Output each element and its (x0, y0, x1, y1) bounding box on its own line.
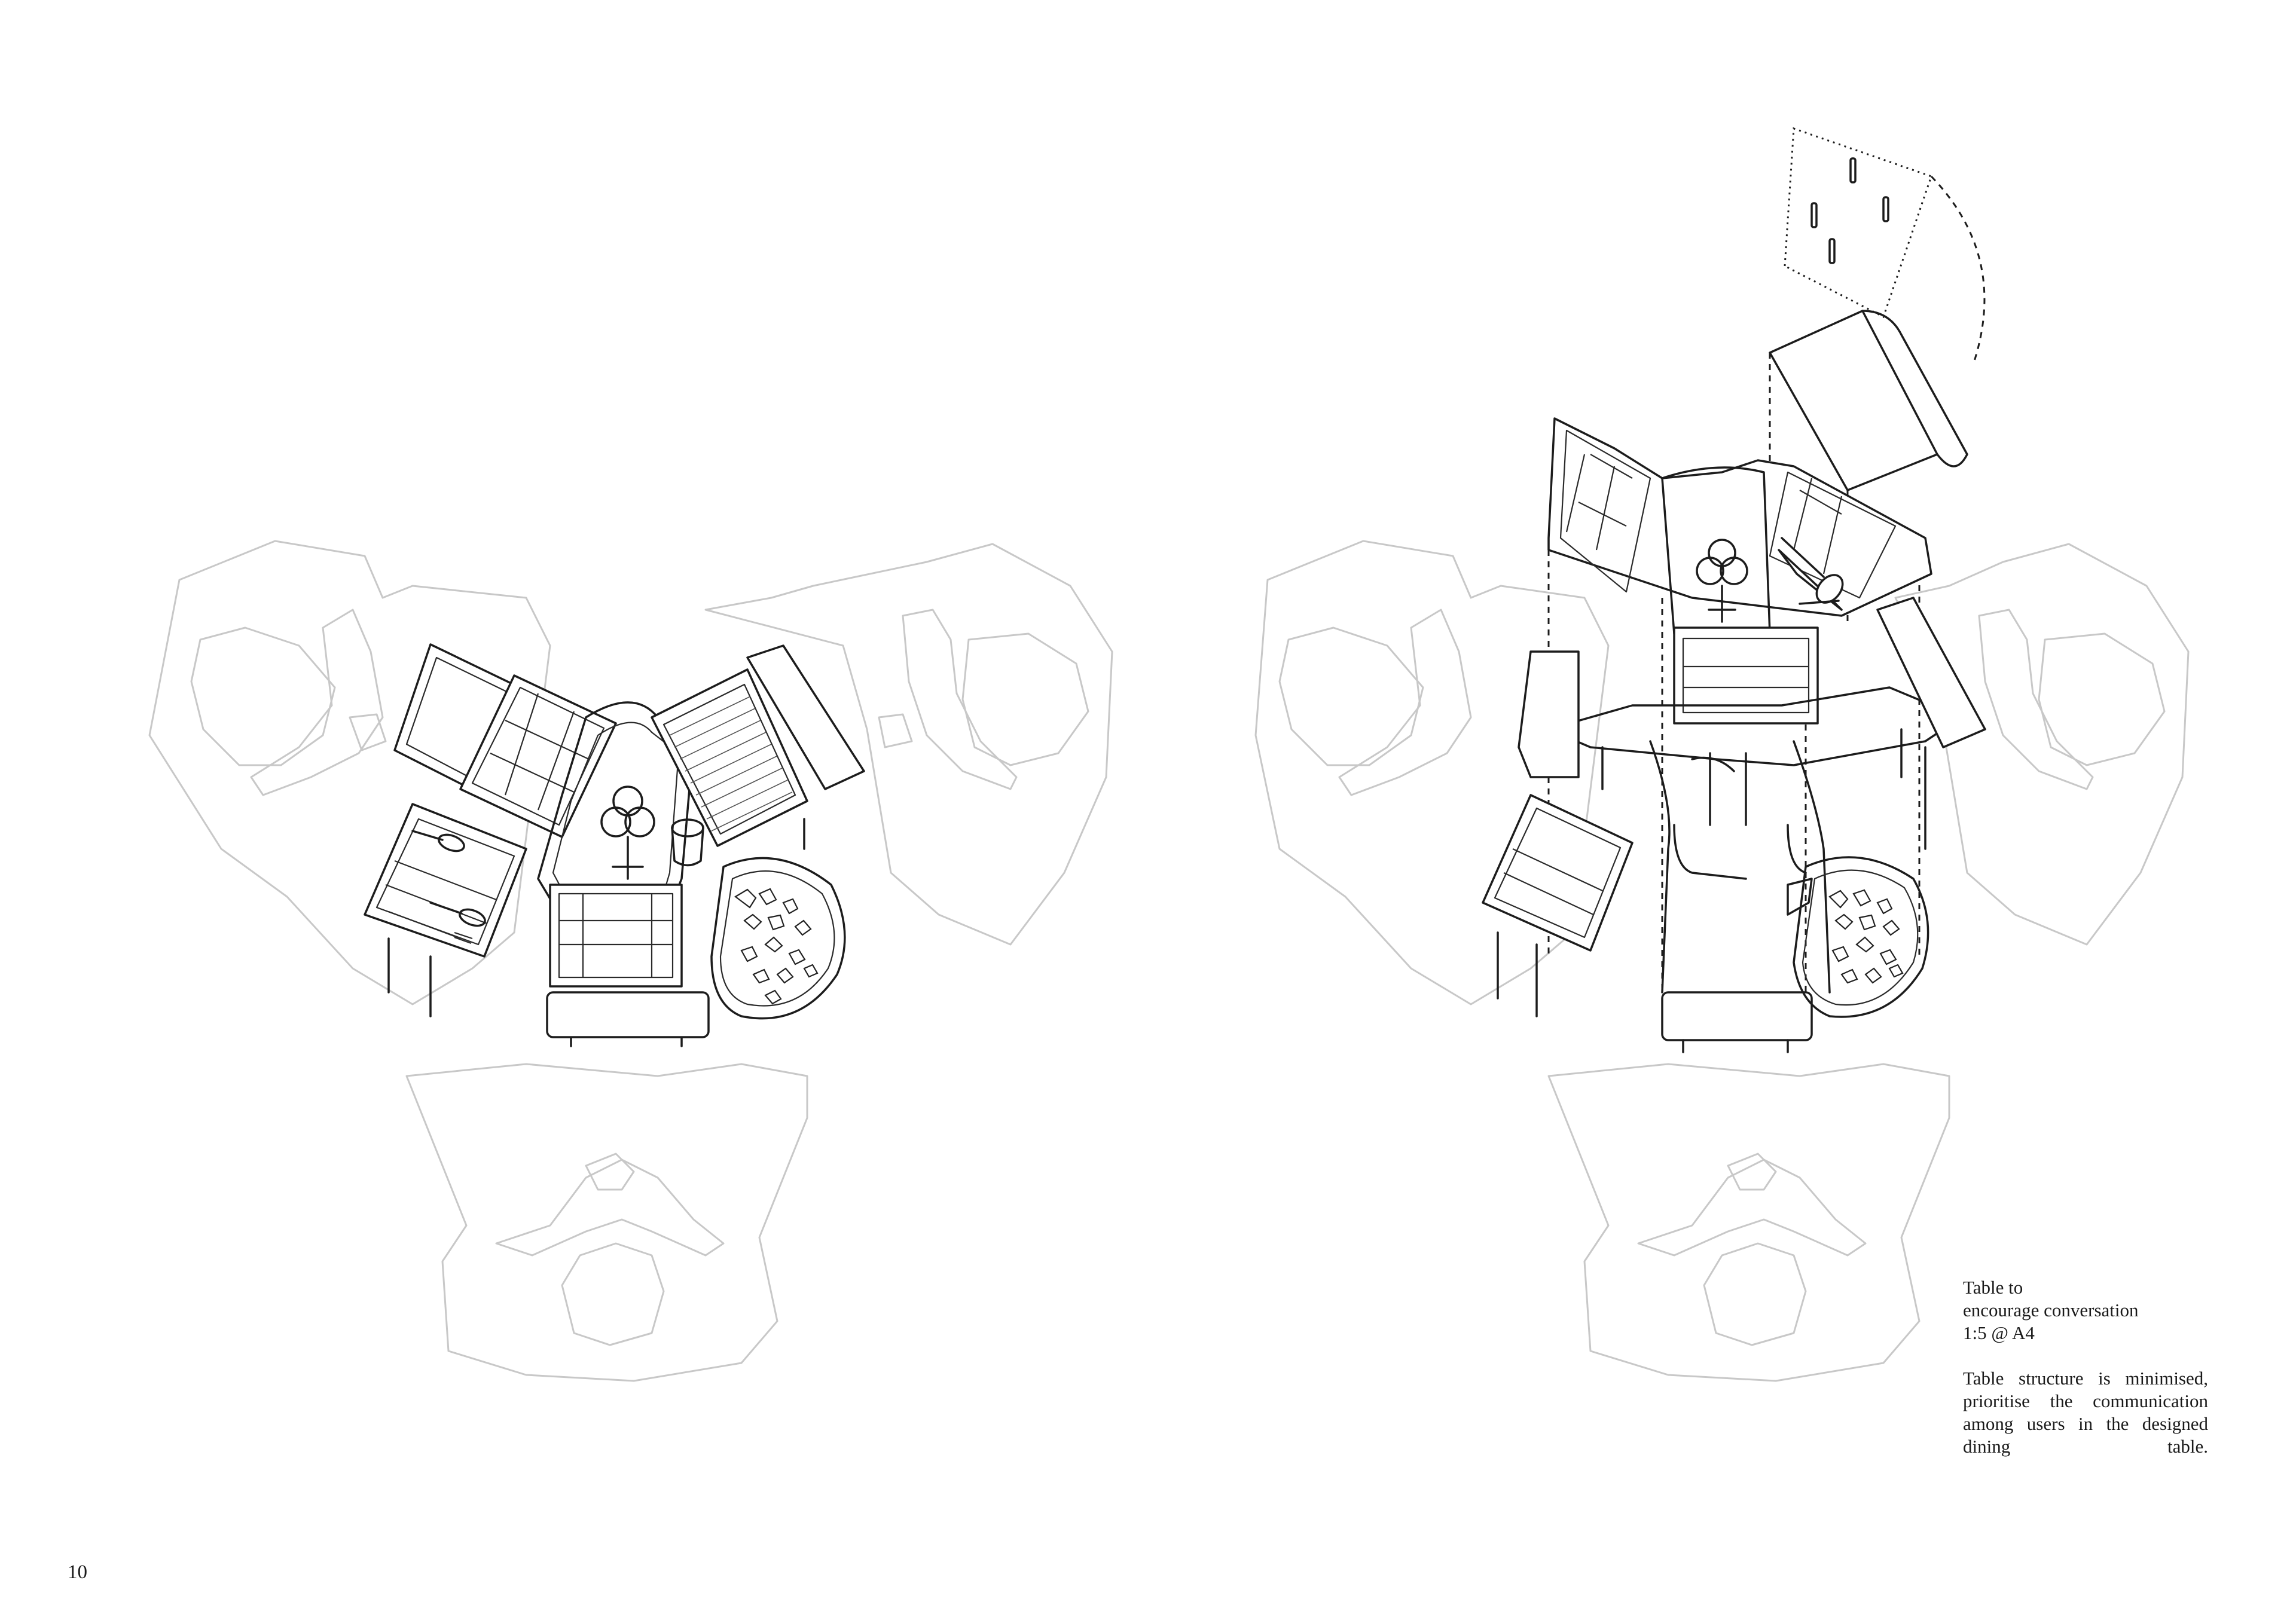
page-number: 10 (68, 1561, 87, 1583)
right-figure (1254, 127, 2190, 1382)
ghost-diners-left (148, 540, 1113, 1382)
table-exploded-right (1482, 127, 1986, 1053)
caption-title-line-2: encourage conversation (1963, 1300, 2139, 1321)
caption-scale: 1:5 @ A4 (1963, 1322, 2035, 1343)
left-figure (148, 540, 1113, 1382)
caption-description: Table structure is minimised, prioritise… (1963, 1368, 2208, 1457)
figure-caption: Table to encourage conversation 1:5 @ A4… (1963, 1276, 2208, 1458)
table-plan-left (364, 643, 865, 1047)
caption-title-line-1: Table to (1963, 1277, 2023, 1298)
